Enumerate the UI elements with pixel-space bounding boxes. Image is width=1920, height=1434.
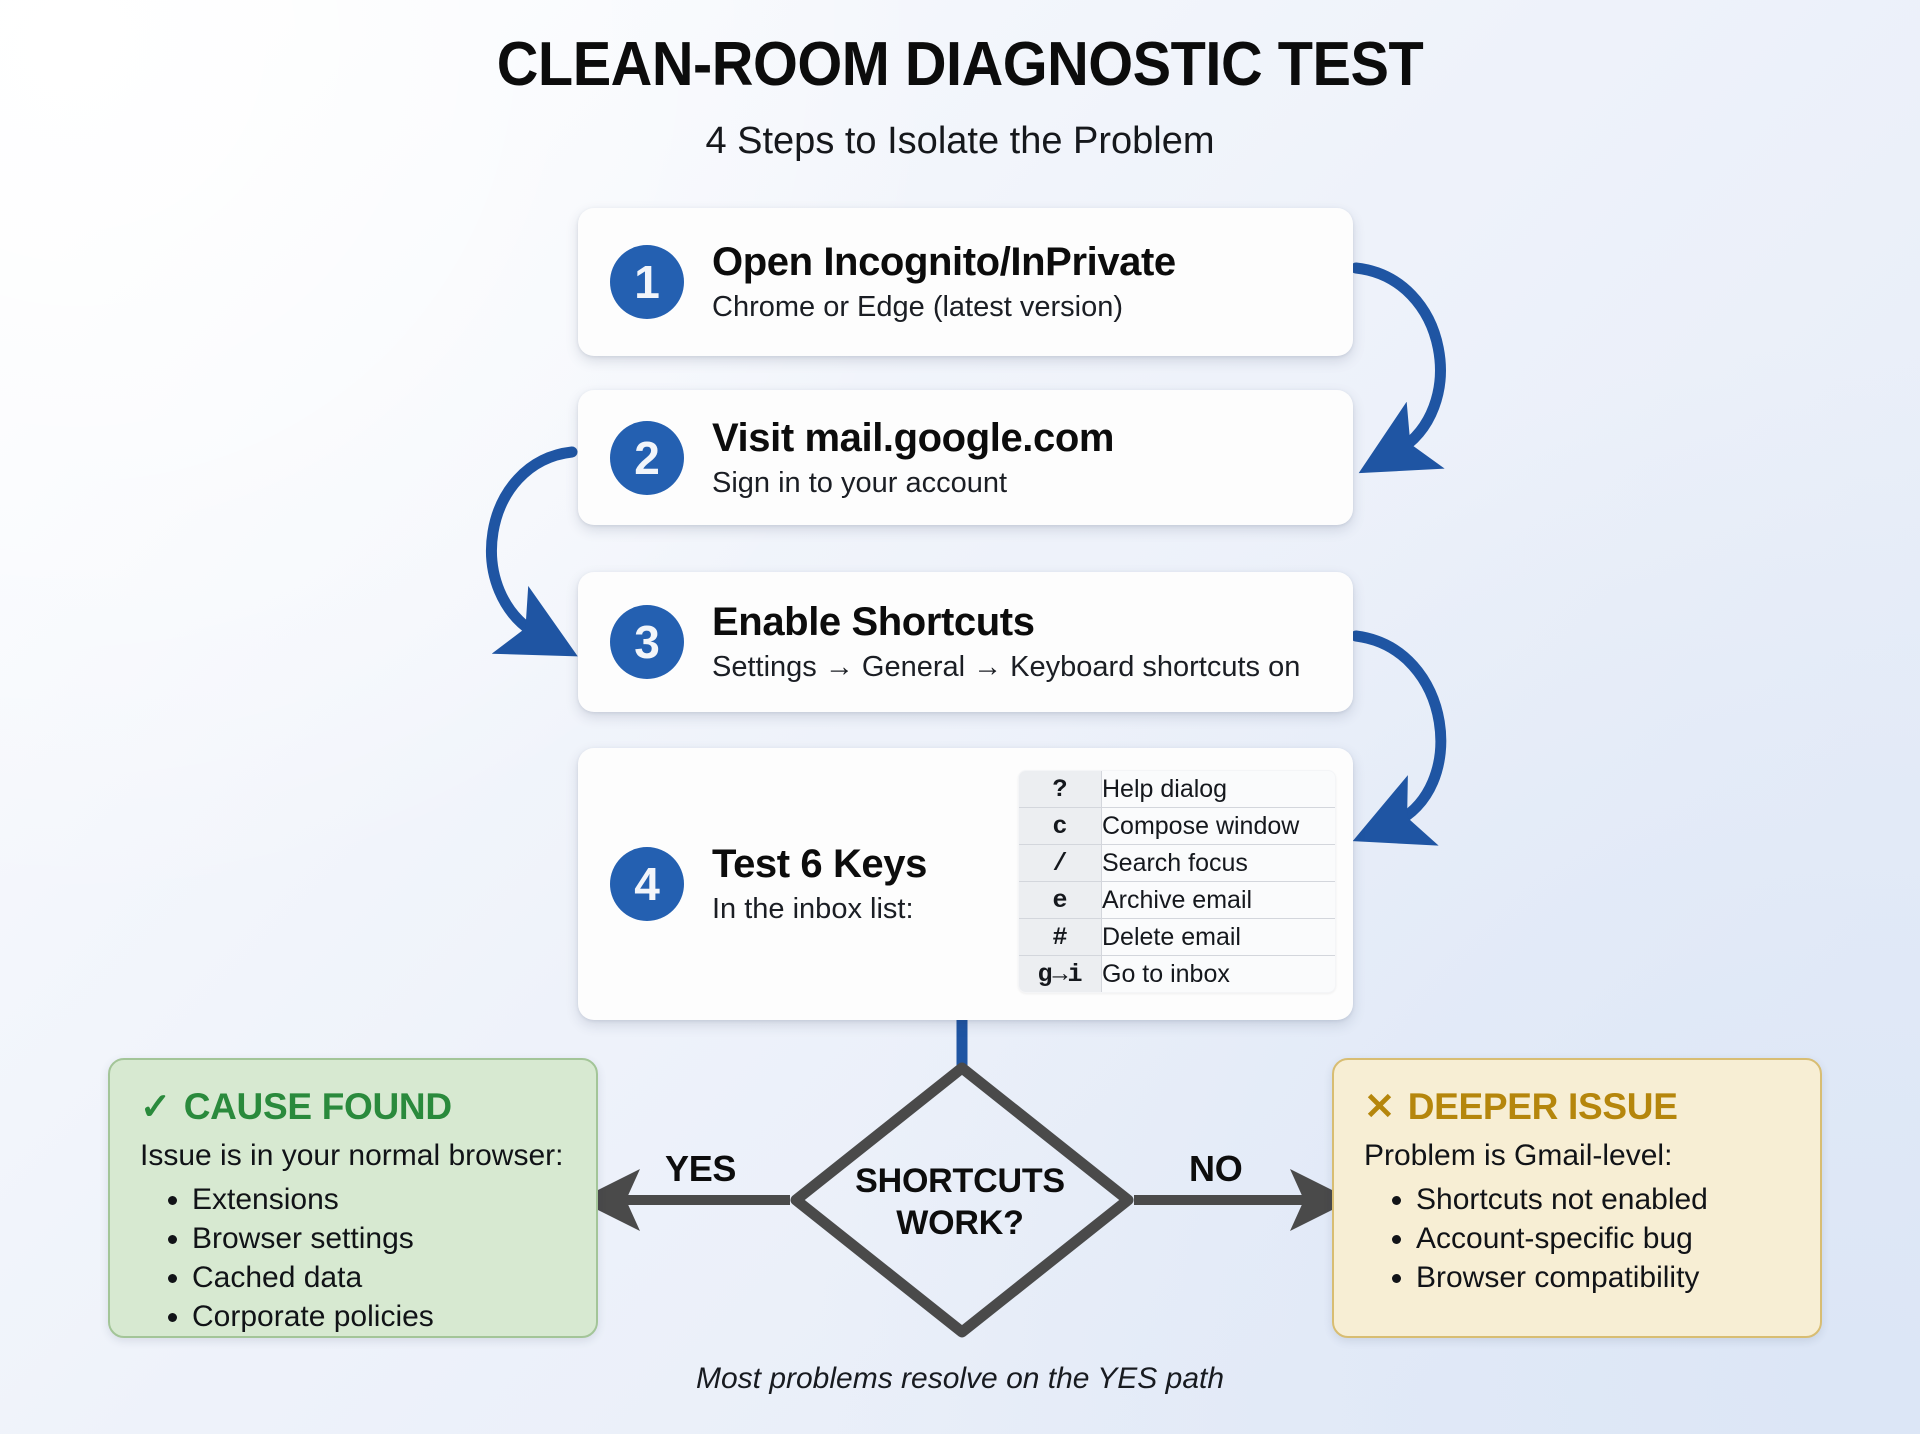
outcome-heading-no: ✕ DEEPER ISSUE bbox=[1364, 1084, 1790, 1130]
outcome-subtitle-yes: Issue is in your normal browser: bbox=[140, 1139, 564, 1172]
outcome-heading-text-yes: CAUSE FOUND bbox=[183, 1086, 452, 1127]
outcome-list-yes: Extensions Browser settings Cached data … bbox=[140, 1180, 566, 1336]
list-item: Browser compatibility bbox=[1416, 1258, 1790, 1297]
step-number-badge-4: 4 bbox=[610, 847, 684, 921]
step-subtitle-1: Chrome or Edge (latest version) bbox=[712, 291, 1123, 323]
branch-label-no: NO bbox=[1189, 1148, 1243, 1189]
list-item: Extensions bbox=[192, 1180, 566, 1219]
page-title: CLEAN-ROOM DIAGNOSTIC TEST bbox=[496, 30, 1424, 99]
step-number-badge-3: 3 bbox=[610, 605, 684, 679]
step-title-1: Open Incognito/InPrivate bbox=[712, 240, 1176, 284]
table-row: / Search focus bbox=[1019, 844, 1335, 882]
footer-note: Most problems resolve on the YES path bbox=[695, 1362, 1225, 1395]
step-title-4: Test 6 Keys bbox=[712, 842, 927, 886]
table-row: e Archive email bbox=[1019, 881, 1335, 919]
outcome-list-no: Shortcuts not enabled Account-specific b… bbox=[1364, 1180, 1790, 1297]
shortcut-key: / bbox=[1019, 844, 1102, 882]
shortcut-key: # bbox=[1019, 918, 1102, 956]
shortcut-key: ? bbox=[1019, 771, 1102, 808]
outcome-heading-yes: ✓ CAUSE FOUND bbox=[140, 1084, 566, 1130]
shortcut-action: Search focus bbox=[1101, 844, 1335, 882]
keyboard-shortcuts-table-body: ? Help dialog c Compose window / Search … bbox=[1019, 771, 1335, 992]
branch-label-yes: YES bbox=[665, 1148, 737, 1189]
outcome-subtitle-no: Problem is Gmail-level: bbox=[1364, 1139, 1673, 1172]
connector-step1-to-step2 bbox=[1350, 262, 1446, 474]
list-item: Cached data bbox=[192, 1258, 566, 1297]
table-row: # Delete email bbox=[1019, 918, 1335, 956]
shortcut-action: Help dialog bbox=[1101, 771, 1335, 808]
decision-label-line2: WORK? bbox=[896, 1204, 1024, 1242]
list-item: Account-specific bug bbox=[1416, 1219, 1790, 1258]
decision-label: SHORTCUTS WORK? bbox=[790, 1160, 1130, 1244]
shortcut-key: c bbox=[1019, 807, 1102, 845]
step-card-3[interactable]: 3 Enable Shortcuts Settings → General → … bbox=[578, 572, 1353, 712]
shortcut-action: Go to inbox bbox=[1101, 955, 1335, 992]
step-title-3: Enable Shortcuts bbox=[712, 600, 1035, 644]
table-row: c Compose window bbox=[1019, 807, 1335, 845]
outcome-panel-deeper-issue: ✕ DEEPER ISSUE Problem is Gmail-level: S… bbox=[1332, 1058, 1822, 1338]
cross-icon: ✕ bbox=[1364, 1086, 1395, 1127]
table-row: ? Help dialog bbox=[1019, 771, 1335, 808]
list-item: Corporate policies bbox=[192, 1297, 566, 1336]
check-icon: ✓ bbox=[140, 1086, 171, 1127]
shortcut-action: Delete email bbox=[1101, 918, 1335, 956]
shortcut-action: Compose window bbox=[1101, 807, 1335, 845]
list-item: Shortcuts not enabled bbox=[1416, 1180, 1790, 1219]
shortcut-action: Archive email bbox=[1101, 881, 1335, 919]
step-title-2: Visit mail.google.com bbox=[712, 415, 1115, 460]
step-subtitle-4: In the inbox list: bbox=[712, 893, 914, 925]
table-row: g→i Go to inbox bbox=[1019, 955, 1335, 992]
step-number-badge-2: 2 bbox=[610, 420, 684, 495]
connector-step2-to-step3 bbox=[486, 446, 578, 657]
outcome-heading-text-no: DEEPER ISSUE bbox=[1407, 1086, 1678, 1127]
shortcut-key: e bbox=[1019, 881, 1102, 919]
step-subtitle-3: Settings → General → Keyboard shortcuts … bbox=[712, 651, 1301, 683]
step-subtitle-2: Sign in to your account bbox=[712, 466, 1008, 499]
outcome-panel-cause-found: ✓ CAUSE FOUND Issue is in your normal br… bbox=[108, 1058, 598, 1338]
connector-step3-to-step4 bbox=[1350, 630, 1447, 846]
list-item: Browser settings bbox=[192, 1219, 566, 1258]
keyboard-shortcuts-table: ? Help dialog c Compose window / Search … bbox=[1018, 770, 1336, 993]
decision-label-line1: SHORTCUTS bbox=[855, 1162, 1065, 1200]
page-subtitle: 4 Steps to Isolate the Problem bbox=[705, 120, 1215, 162]
step-card-2[interactable]: 2 Visit mail.google.com Sign in to your … bbox=[578, 390, 1353, 525]
step-number-badge-1: 1 bbox=[610, 245, 684, 319]
shortcut-key: g→i bbox=[1019, 955, 1102, 992]
step-card-1[interactable]: 1 Open Incognito/InPrivate Chrome or Edg… bbox=[578, 208, 1353, 356]
